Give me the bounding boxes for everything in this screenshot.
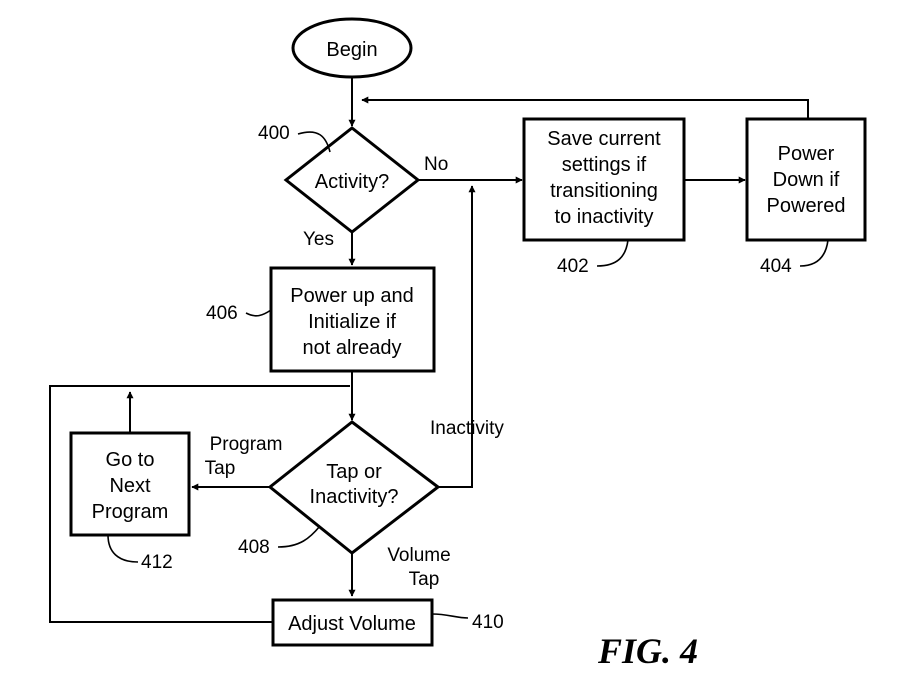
edge-label-yes: Yes (303, 229, 334, 250)
edge-tap-inactivity (438, 186, 472, 487)
node-402-line-2: settings if (562, 154, 647, 176)
ref-406: 406 (206, 303, 238, 324)
node-410-label: Adjust Volume (288, 613, 416, 635)
edge-powerdown-return (362, 100, 808, 118)
edge-label-volume-line-1: Volume (387, 545, 450, 566)
node-412-line-1: Go to (106, 449, 155, 471)
node-406-line-3: not already (303, 337, 402, 359)
ref-406-leader (246, 310, 271, 316)
ref-402-leader (597, 240, 628, 266)
node-400-activity-decision: Activity? (286, 128, 418, 232)
node-406-line-2: Initialize if (308, 311, 396, 333)
ref-400: 400 (258, 123, 290, 144)
node-404-line-3: Powered (767, 195, 846, 217)
node-begin: Begin (293, 19, 411, 77)
ref-408: 408 (238, 537, 270, 558)
node-404-power-down: Power Down if Powered (747, 119, 865, 240)
node-412-next-program: Go to Next Program (71, 433, 189, 535)
ref-410-leader (432, 614, 468, 618)
node-402-line-1: Save current (547, 128, 661, 150)
ref-402: 402 (557, 256, 589, 277)
node-400-label: Activity? (315, 171, 389, 193)
node-402-line-4: to inactivity (555, 206, 654, 228)
node-406-line-1: Power up and (290, 285, 413, 307)
node-406-power-up: Power up and Initialize if not already (271, 268, 434, 371)
edge-label-volume-line-2: Tap (409, 569, 440, 590)
ref-404-leader (800, 240, 828, 266)
ref-404: 404 (760, 256, 792, 277)
node-412-line-3: Program (92, 501, 169, 523)
ref-410: 410 (472, 612, 504, 633)
ref-412-leader (108, 535, 138, 562)
node-408-tap-decision: Tap or Inactivity? (270, 422, 438, 553)
node-402-save-settings: Save current settings if transitioning t… (524, 119, 684, 240)
node-410-adjust-volume: Adjust Volume (273, 600, 432, 645)
edge-label-program-line-2: Tap (205, 458, 236, 479)
node-408-line-2: Inactivity? (310, 486, 399, 508)
node-412-line-2: Next (109, 475, 151, 497)
node-402-line-3: transitioning (550, 180, 658, 202)
node-404-line-1: Power (778, 143, 835, 165)
edge-label-inactivity: Inactivity (430, 418, 504, 439)
figure-label: FIG. 4 (597, 631, 698, 671)
node-408-line-1: Tap or (326, 461, 382, 483)
edge-label-program-line-1: Program (210, 434, 283, 455)
edge-label-no: No (424, 154, 448, 175)
node-404-line-2: Down if (773, 169, 840, 191)
ref-412: 412 (141, 552, 173, 573)
ref-408-leader (278, 526, 320, 547)
node-begin-label: Begin (326, 39, 377, 61)
reference-numerals: 400 402 404 406 408 410 412 (108, 123, 828, 633)
